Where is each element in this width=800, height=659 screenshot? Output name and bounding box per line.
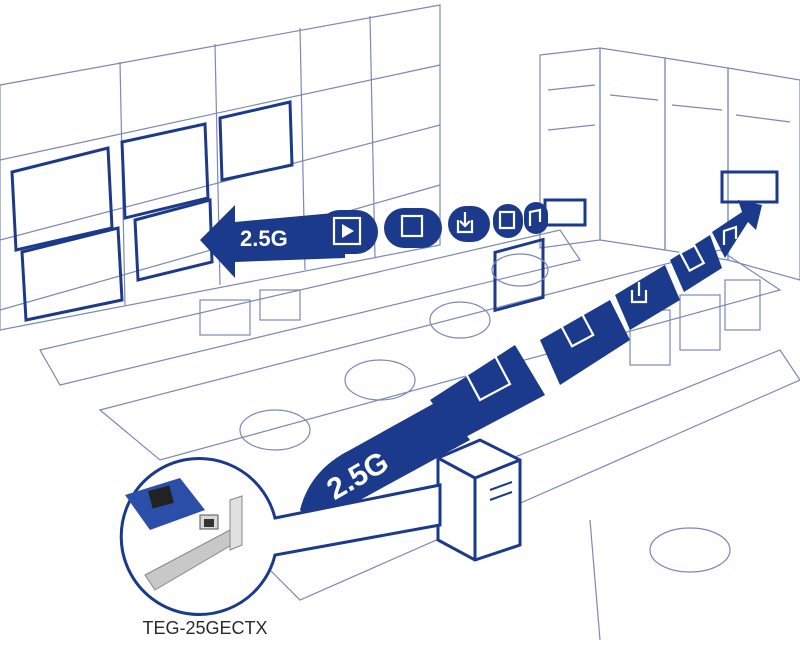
product-callout (119, 457, 442, 616)
chairs (239, 253, 731, 573)
desktop-tower (436, 438, 522, 562)
top-data-stream: 2.5G (200, 202, 548, 278)
download-icon (630, 282, 648, 304)
bottom-data-stream: 2.5G (300, 200, 762, 516)
image-icon (559, 312, 595, 348)
image-icon (400, 214, 424, 238)
top-stream-speed-label: 2.5G (240, 226, 288, 251)
video-icon (332, 216, 362, 246)
pcie-network-card (125, 478, 243, 591)
product-model-label: TEG-25GECTX (142, 618, 268, 638)
operator-desks (39, 229, 800, 641)
music-icon (528, 208, 542, 226)
file-icon (498, 210, 516, 230)
file-icon (678, 243, 706, 273)
download-icon (456, 212, 474, 234)
music-icon (722, 225, 738, 245)
video-wall (0, 4, 441, 331)
video-icon (462, 352, 512, 402)
server-racks (539, 47, 800, 281)
